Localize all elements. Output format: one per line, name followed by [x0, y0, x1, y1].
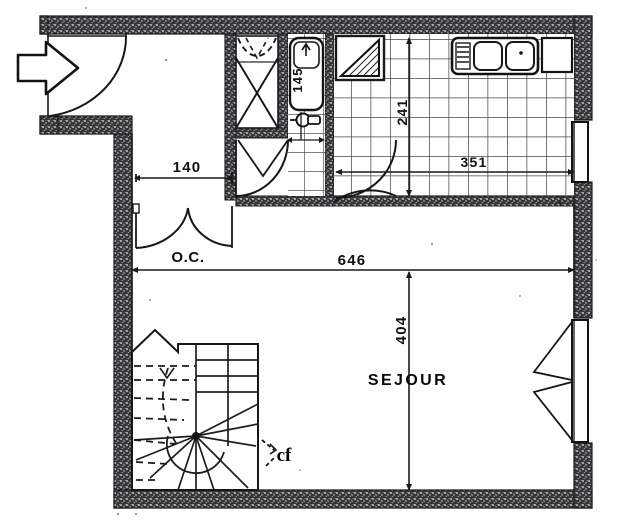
dimension-241-text: 241: [394, 99, 410, 126]
annotation-oc: O.C.: [171, 249, 204, 266]
dimension-646-text: 646: [338, 252, 367, 269]
sink-drainer-grooves: [457, 46, 469, 63]
stair-headroom-dashed: [133, 365, 196, 481]
stair-newel: [192, 432, 200, 440]
bathtub-tap-icon: [301, 42, 311, 56]
entrance-direction-arrow: [16, 40, 80, 96]
closet-group: [235, 35, 279, 129]
duct-hatch-triangle: [338, 37, 380, 77]
dimarrow-145-left: [287, 137, 292, 143]
walls: [39, 15, 593, 509]
wall-partition-closet: [277, 33, 289, 137]
scan-noise: [85, 7, 597, 515]
dimarrow-241-bottom: [406, 190, 412, 197]
closet-outline: [235, 35, 279, 129]
dimarrow-404-top: [406, 271, 412, 278]
dimension-140-text: 140: [173, 159, 202, 176]
entry-door-swing-arc: [49, 35, 128, 117]
dimarrow-140-right: [228, 175, 234, 181]
door-hall-swing: [235, 139, 289, 197]
wall-right-lower: [573, 442, 593, 509]
dimension-lines: [131, 37, 575, 491]
window-top-right: [571, 121, 589, 183]
casement-swing-lower: [532, 380, 573, 443]
window-bottom-right: [571, 319, 589, 443]
kitchen-appliance-box: [540, 36, 574, 74]
cf-leader-lines: [261, 439, 277, 467]
dimarrow-351-left: [335, 169, 342, 175]
sink-basin-left: [473, 41, 503, 71]
stair-outline: [131, 328, 259, 491]
wall-bottom: [113, 489, 593, 509]
windows: [532, 121, 589, 443]
placard-jamb: [132, 203, 140, 214]
wall-sejour-top-nib: [559, 195, 575, 207]
door-kitchen-swing-b: [335, 139, 397, 199]
wall-partition-hall: [224, 33, 237, 201]
wall-left: [113, 133, 133, 509]
sink-basin-right: [505, 41, 535, 71]
entry-door-leaf: [47, 34, 127, 37]
annotation-cf: cf: [277, 445, 292, 466]
dimarrow-351-right: [568, 169, 575, 175]
dimarrow-140-left: [134, 175, 140, 181]
wall-closet-bottom: [235, 127, 289, 139]
winder-staircase: [131, 328, 259, 491]
casement-swing-upper: [532, 319, 573, 382]
wall-entry-jamb-bottom: [39, 115, 59, 135]
cf-marker-group: [261, 439, 278, 467]
wall-entry-jamb-top: [39, 15, 49, 35]
cf-arrowhead: [269, 443, 278, 455]
toilet-cistern: [307, 115, 321, 125]
dimarrow-404-bottom: [406, 484, 412, 491]
dimarrow-145-right: [319, 137, 325, 143]
wall-right-middle: [573, 181, 593, 319]
dimarrow-241-top: [406, 37, 412, 44]
stair-treads-winder: [133, 403, 259, 491]
wall-top: [39, 15, 593, 35]
room-label-sejour: SEJOUR: [368, 372, 448, 389]
placard-swing-right: [187, 207, 233, 247]
sink-drain-dot: [519, 51, 523, 55]
wall-sejour-top: [235, 195, 575, 207]
closet-cross-mark: [235, 57, 279, 129]
dimension-404-text: 404: [393, 316, 410, 345]
dimarrow-646-left: [131, 267, 138, 273]
dimension-351-text: 351: [461, 154, 488, 170]
wall-right-upper: [573, 15, 593, 121]
stair-direction-arrow: [159, 367, 175, 380]
closet-hanger-dashed: [245, 37, 269, 60]
entry-group: [16, 34, 128, 117]
interior-doors: [132, 139, 397, 249]
wall-partition-bath-kitchen: [324, 33, 335, 201]
dimension-145-text: 145: [290, 67, 305, 92]
kitchen-fixtures: [450, 36, 574, 76]
stair-winder-arc: [165, 435, 225, 474]
bathroom-fixtures: [288, 34, 386, 128]
placard-swing-left: [135, 207, 189, 249]
dimarrow-646-right: [568, 267, 575, 273]
door-hall-double-leaf: [237, 139, 289, 178]
